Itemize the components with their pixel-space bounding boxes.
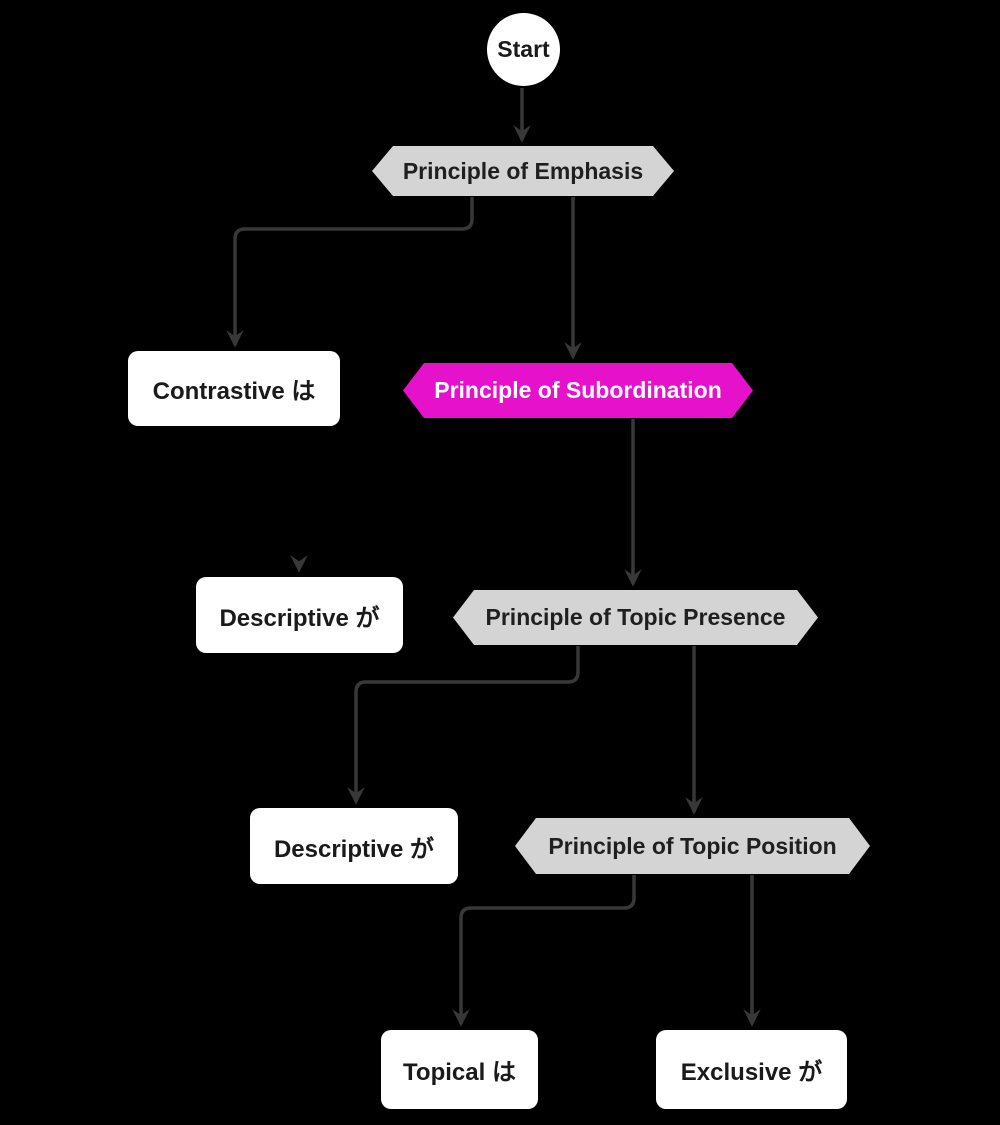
node-descriptive-ga-2-label: Descriptive が [273, 835, 435, 863]
node-descriptive-ga-1-label: Descriptive が [219, 604, 380, 632]
node-exclusive-ga-label: Exclusive が [680, 1059, 823, 1086]
node-descriptive-ga-1: Descriptive が [196, 577, 403, 653]
node-principle-of-subordination-label: Principle of Subordination [434, 377, 722, 403]
node-start: Start [487, 13, 560, 86]
node-contrastive-wa-label: Contrastive は [152, 378, 316, 405]
node-principle-of-topic-position-label: Principle of Topic Position [548, 832, 837, 859]
node-exclusive-ga: Exclusive が [656, 1030, 847, 1109]
node-principle-of-emphasis-label: Principle of Emphasis [402, 157, 644, 184]
node-topical-wa: Topical は [381, 1030, 538, 1109]
node-principle-of-subordination: Principle of Subordination [403, 363, 753, 418]
edge-presence-descriptive2 [347, 646, 580, 805]
node-principle-of-topic-presence-label: Principle of Topic Presence [485, 604, 786, 630]
node-contrastive-wa: Contrastive は [128, 351, 340, 426]
edge-position-topical [452, 875, 636, 1027]
node-principle-of-topic-position: Principle of Topic Position [515, 818, 870, 874]
node-descriptive-ga-2: Descriptive が [250, 808, 458, 884]
node-topical-wa-label: Topical は [403, 1059, 516, 1086]
node-principle-of-emphasis: Principle of Emphasis [372, 146, 674, 196]
edge-emphasis-contrastive [226, 197, 474, 348]
node-start-label: Start [497, 36, 550, 62]
node-principle-of-topic-presence: Principle of Topic Presence [453, 590, 818, 645]
